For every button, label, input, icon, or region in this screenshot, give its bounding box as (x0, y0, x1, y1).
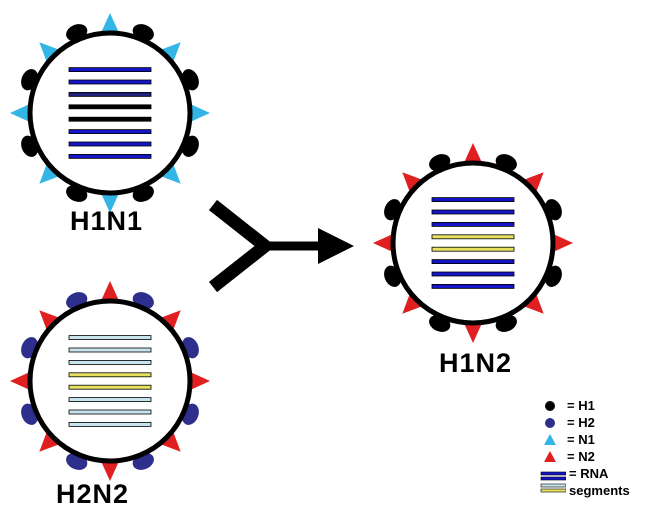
neuraminidase-spike-n1 (10, 103, 32, 123)
rna-segment (431, 246, 515, 252)
neuraminidase-spike-n1 (158, 161, 181, 184)
rna-segment (431, 271, 515, 277)
neuraminidase-spike-n1 (39, 42, 62, 65)
rna-segment (431, 221, 515, 227)
rna-segment (68, 79, 152, 85)
rna-segment (68, 129, 152, 135)
neuraminidase-spike-n2 (158, 310, 181, 333)
neuraminidase-spike-n2 (521, 291, 544, 314)
neuraminidase-spike-n1 (188, 103, 210, 123)
neuraminidase-spike-n2 (402, 172, 425, 195)
legend-item-n1: = N1 (540, 431, 655, 448)
neuraminidase-spike-n2 (100, 459, 120, 481)
neuraminidase-spike-n1 (100, 13, 120, 35)
legend-item-n2: = N2 (540, 448, 655, 465)
neuraminidase-spike-n2 (39, 429, 62, 452)
rna-segment (68, 421, 152, 427)
viral-envelope (27, 298, 193, 464)
neuraminidase-spike-n1 (39, 161, 62, 184)
rna-segment (68, 153, 152, 159)
n1-neuraminidase-icon (544, 434, 556, 445)
rna-blue-segments-icon (540, 471, 566, 481)
neuraminidase-spike-n2 (10, 371, 32, 391)
legend: = H1 = H2 = N1 = N2 = RNA segments (540, 397, 655, 499)
neuraminidase-spike-n2 (402, 291, 425, 314)
rna-segment (68, 67, 152, 72)
neuraminidase-spike-n1 (158, 42, 181, 65)
neuraminidase-spike-n2 (158, 429, 181, 452)
neuraminidase-spike-n2 (188, 371, 210, 391)
neuraminidase-spike-n2 (100, 281, 120, 303)
virus-h1n1 (10, 13, 210, 213)
rna-segment (68, 347, 152, 353)
viral-envelope (27, 30, 193, 196)
rna-segment (68, 409, 152, 415)
virus-label-h1n2: H1N2 (439, 348, 513, 378)
rna-segment (68, 92, 152, 97)
virus-h1n2 (373, 143, 573, 343)
rna-segment (431, 209, 515, 215)
legend-item-segments: segments (540, 482, 655, 499)
neuraminidase-spike-n1 (100, 191, 120, 213)
legend-item-h1: = H1 (540, 397, 655, 414)
neuraminidase-spike-n2 (551, 233, 573, 253)
viral-envelope (390, 160, 556, 326)
rna-segment (68, 104, 152, 110)
rna-yellow-segments-icon (540, 483, 566, 493)
rna-segment (68, 335, 152, 341)
legend-item-rna: = RNA (540, 465, 655, 482)
h1-hemagglutinin-icon (545, 401, 555, 411)
merge-arrow-icon (208, 199, 354, 293)
neuraminidase-spike-n2 (463, 143, 483, 165)
rna-segment (68, 397, 152, 403)
rna-segment (431, 234, 515, 240)
virus-h2n2 (10, 281, 210, 481)
legend-item-h2: = H2 (540, 414, 655, 431)
rna-segment (68, 116, 152, 122)
neuraminidase-spike-n2 (373, 233, 395, 253)
rna-segment (431, 259, 515, 265)
rna-segment (68, 359, 152, 365)
rna-segment (68, 384, 152, 390)
neuraminidase-spike-n2 (521, 172, 544, 195)
n2-neuraminidase-icon (544, 451, 556, 462)
virus-label-h2n2: H2N2 (56, 479, 130, 509)
rna-segment (431, 197, 515, 203)
h2-hemagglutinin-icon (545, 418, 555, 428)
rna-segment (68, 141, 152, 147)
neuraminidase-spike-n2 (39, 310, 62, 333)
rna-segment (68, 372, 152, 378)
rna-segment (431, 283, 515, 289)
virus-label-h1n1: H1N1 (70, 206, 144, 236)
neuraminidase-spike-n2 (463, 321, 483, 343)
